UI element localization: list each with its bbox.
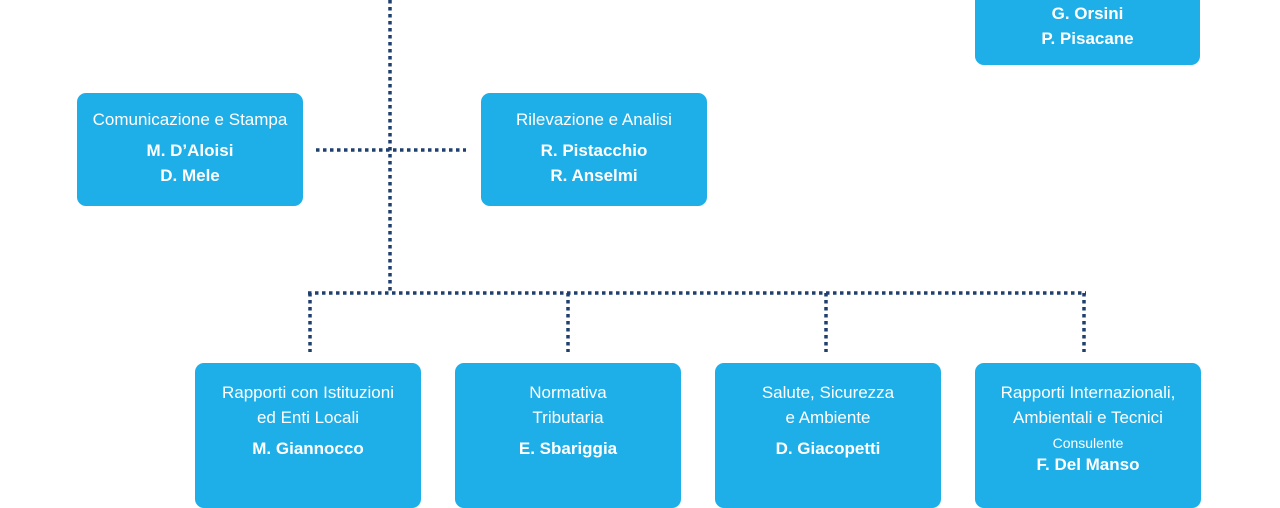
- org-box-rilevazione-analisi: Rilevazione e Analisi R. Pistacchio R. A…: [481, 93, 707, 206]
- org-box-role: Consulente: [1052, 435, 1124, 451]
- person-name: D. Mele: [160, 166, 220, 185]
- org-box-rapporti-istituzioni: Rapporti con Istituzioni ed Enti Locali …: [195, 363, 421, 508]
- person-name: F. Del Manso: [1036, 455, 1140, 474]
- org-box-title: Rilevazione e Analisi: [516, 110, 672, 129]
- person-name: M. Giannocco: [252, 439, 364, 458]
- org-box-normativa-tributaria: Normativa Tributaria E. Sbariggia: [455, 363, 681, 508]
- person-name: E. Sbariggia: [518, 439, 618, 458]
- org-box-salute-sicurezza-ambiente: Salute, Sicurezza e Ambiente D. Giacopet…: [715, 363, 941, 508]
- person-name: R. Anselmi: [550, 166, 638, 185]
- org-box-title: Comunicazione e Stampa: [92, 110, 288, 129]
- org-box-comunicazione-stampa: Comunicazione e Stampa M. D’Aloisi D. Me…: [77, 93, 303, 206]
- org-box-rapporti-internazionali: Rapporti Internazionali, Ambientali e Te…: [975, 363, 1201, 508]
- person-name: D. Giacopetti: [775, 439, 881, 458]
- org-box-title: Normativa Tributaria: [529, 383, 607, 427]
- org-box-top-right: G. Orsini P. Pisacane: [975, 0, 1200, 65]
- person-name: G. Orsini: [1051, 4, 1124, 23]
- person-name: M. D’Aloisi: [146, 141, 234, 160]
- person-name: P. Pisacane: [1041, 29, 1134, 48]
- person-name: R. Pistacchio: [540, 141, 648, 160]
- org-box-title: Salute, Sicurezza e Ambiente: [761, 383, 895, 427]
- org-box-title: Rapporti con Istituzioni ed Enti Locali: [222, 383, 394, 427]
- org-box-title: Rapporti Internazionali, Ambientali e Te…: [1000, 383, 1176, 427]
